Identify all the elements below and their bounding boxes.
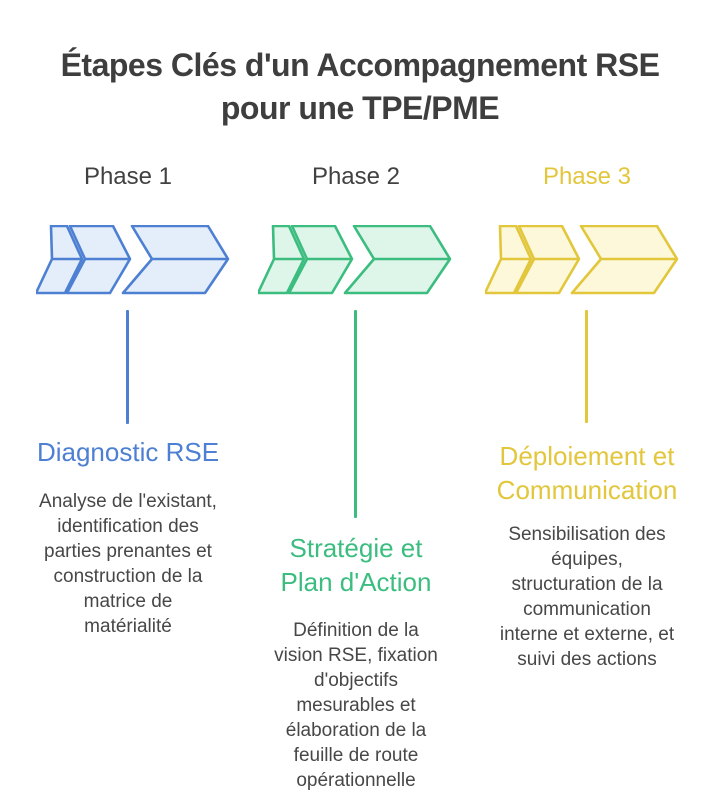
phase-2-chevron-arrows-icon	[258, 225, 452, 295]
text-line: Étapes Clés d'un Accompagnement RSE	[60, 47, 660, 83]
text-line: interne et externe, et	[499, 624, 675, 645]
phase-1-title: Diagnostic RSE	[8, 435, 248, 469]
text-line: vision RSE, fixation	[274, 645, 438, 666]
phase-2-description: Définition de la vision RSE, fixation d'ob…	[238, 618, 474, 793]
phase-1-connector-line	[126, 310, 129, 424]
phase-1-description: Analyse de l'existant, identification des…	[10, 489, 246, 639]
text-line: Définition de la	[293, 620, 419, 641]
text-line: Communication	[496, 475, 678, 505]
phase-3-description: Sensibilisation des équipes, structuration…	[469, 522, 705, 672]
phase-1-chevron-arrows-icon	[36, 225, 230, 295]
text-line: Diagnostic RSE	[36, 437, 220, 467]
text-line: Analyse de l'existant,	[39, 491, 217, 512]
text-line: parties prenantes et	[44, 541, 212, 562]
text-line: d'objectifs	[314, 670, 398, 691]
phase-1-label: Phase 1	[83, 163, 173, 190]
phase-2-label: Phase 2	[311, 163, 401, 190]
text-line: Sensibilisation des	[508, 524, 666, 545]
text-line: Plan d'Action	[280, 567, 432, 597]
text-line: matérialité	[84, 616, 172, 637]
text-line: Déploiement et	[499, 441, 675, 471]
text-line: communication	[523, 599, 651, 620]
text-line: matrice de	[83, 591, 173, 612]
phase-3-label: Phase 3	[542, 163, 632, 190]
text-line: mesurables et	[296, 695, 416, 716]
phase-3-title: Déploiement et Communication	[467, 439, 707, 507]
text-line: opérationnelle	[296, 770, 416, 791]
phase-2-connector-line	[354, 310, 357, 518]
text-line: feuille de route	[293, 745, 419, 766]
text-line: structuration de la	[511, 574, 663, 595]
phase-3-chevron-arrows-icon	[485, 225, 679, 295]
text-line: équipes,	[551, 549, 623, 570]
text-line: élaboration de la	[285, 720, 427, 741]
text-line: pour une TPE/PME	[220, 90, 500, 126]
phase-3-connector-line	[585, 310, 588, 423]
text-line: suivi des actions	[517, 649, 657, 670]
text-line: Stratégie et	[289, 533, 423, 563]
text-line: construction de la	[53, 566, 203, 587]
page-title: Étapes Clés d'un Accompagnement RSE pour …	[0, 44, 720, 130]
phase-2-title: Stratégie et Plan d'Action	[236, 531, 476, 599]
text-line: identification des	[57, 516, 199, 537]
